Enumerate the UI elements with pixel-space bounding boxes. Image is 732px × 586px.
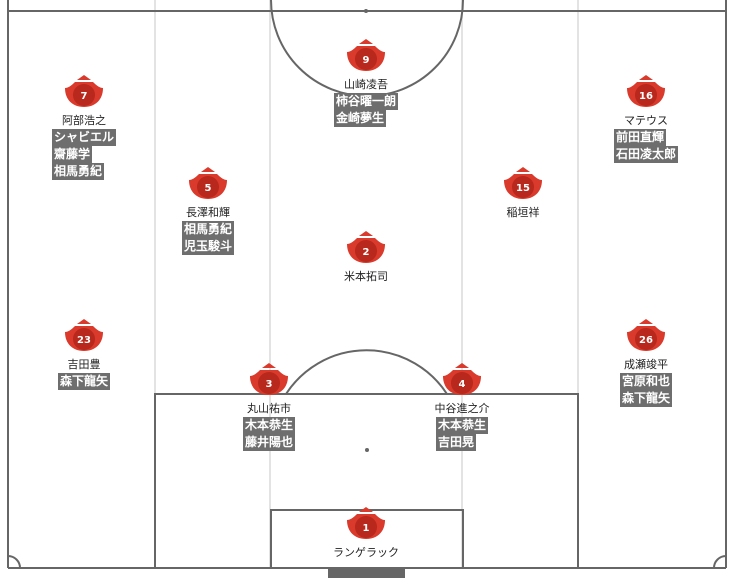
player-number: 26 [639,335,653,346]
player-name: 山崎凌吾 [344,78,388,91]
corner-arc [713,555,727,569]
jersey-icon: 4 [443,363,481,395]
player-name: 阿部浩之 [62,114,106,127]
player-number: 7 [81,91,88,102]
jersey-icon: 2 [347,231,385,263]
substitute-name: 相馬勇紀 [51,163,104,180]
player-name: ランゲラック [333,546,399,559]
player-name: 長澤和輝 [186,206,230,219]
player-name: 稲垣祥 [506,206,540,219]
substitute-name: 木本恭生 [242,417,295,434]
substitute-name: 木本恭生 [435,417,488,434]
jersey-icon: 26 [627,319,665,351]
player-number: 2 [363,247,370,258]
substitute-name: 齋藤学 [51,146,92,163]
player-number: 9 [363,55,370,66]
player-name: 成瀬竣平 [624,358,668,371]
substitute-name: 児玉駿斗 [181,238,234,255]
player-number: 5 [205,183,212,194]
player-3[interactable]: 3 丸山祐市木本恭生藤井陽也 [209,362,329,451]
substitute-name: 宮原和也 [619,373,672,390]
player-4[interactable]: 4 中谷進之介木本恭生吉田晃 [402,362,522,451]
player-26[interactable]: 26 成瀬竣平宮原和也森下龍矢 [586,318,706,407]
jersey-icon: 15 [504,167,542,199]
substitutes-list: 前田直輝石田凌太郎 [613,129,678,163]
penalty-spot [365,448,369,452]
substitutes-list: 相馬勇紀児玉駿斗 [181,221,234,255]
jersey-icon: 5 [189,167,227,199]
player-7[interactable]: 7 阿部浩之シャビエル齋藤学相馬勇紀 [24,74,144,180]
jersey-icon: 3 [250,363,288,395]
jersey-icon: 23 [65,319,103,351]
center-spot [364,9,368,13]
player-name: 丸山祐市 [247,402,291,415]
substitute-name: 金崎夢生 [333,110,386,127]
substitute-name: 前田直輝 [613,129,666,146]
jersey-icon: 16 [627,75,665,107]
player-name: 米本拓司 [344,270,388,283]
substitute-name: 石田凌太郎 [613,146,678,163]
player-9[interactable]: 9 山崎凌吾柿谷曜一朗金崎夢生 [306,38,426,127]
player-16[interactable]: 16 マテウス前田直輝石田凌太郎 [586,74,706,163]
player-number: 23 [77,335,91,346]
player-number: 15 [516,183,530,194]
player-number: 1 [363,523,370,534]
pitch-stripe [155,0,270,586]
substitutes-list: 森下龍矢 [57,373,110,390]
substitute-name: 柿谷曜一朗 [333,93,398,110]
substitute-name: 藤井陽也 [242,434,295,451]
player-5[interactable]: 5 長澤和輝相馬勇紀児玉駿斗 [148,166,268,255]
jersey-icon: 1 [347,507,385,539]
player-1[interactable]: 1 ランゲラック [306,506,426,560]
player-number: 4 [459,379,466,390]
substitutes-list: 宮原和也森下龍矢 [619,373,672,407]
player-name: 中谷進之介 [434,402,490,415]
player-23[interactable]: 23 吉田豊森下龍矢 [24,318,144,390]
substitute-name: 森下龍矢 [619,390,672,407]
substitutes-list: シャビエル齋藤学相馬勇紀 [51,129,116,180]
substitute-name: 吉田晃 [435,434,476,451]
jersey-icon: 7 [65,75,103,107]
substitutes-list: 木本恭生吉田晃 [435,417,488,451]
goal [328,568,405,578]
player-number: 16 [639,91,653,102]
substitutes-list: 柿谷曜一朗金崎夢生 [333,93,398,127]
player-name: マテウス [624,114,668,127]
player-number: 3 [266,379,273,390]
substitutes-list: 木本恭生藤井陽也 [242,417,295,451]
substitute-name: 森下龍矢 [57,373,110,390]
penalty-arc [285,349,448,395]
player-15[interactable]: 15 稲垣祥 [463,166,583,220]
player-name: 吉田豊 [67,358,101,371]
player-2[interactable]: 2 米本拓司 [306,230,426,284]
substitute-name: シャビエル [51,129,116,146]
jersey-icon: 9 [347,39,385,71]
corner-arc [7,555,21,569]
substitute-name: 相馬勇紀 [181,221,234,238]
